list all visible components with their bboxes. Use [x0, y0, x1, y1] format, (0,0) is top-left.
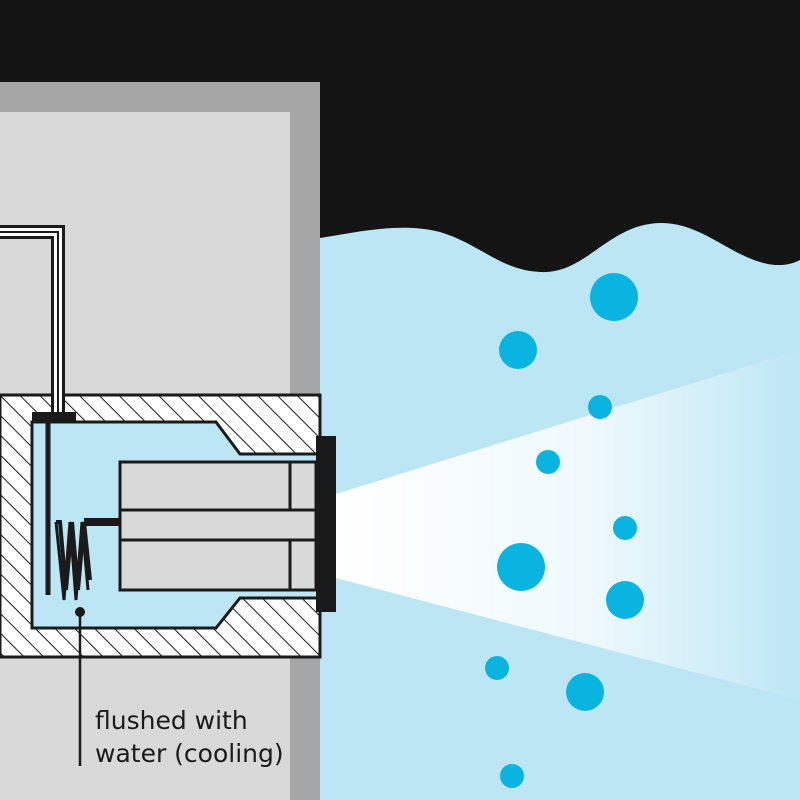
heating-coil-icon	[45, 422, 124, 601]
bubble	[606, 581, 644, 619]
bubble	[566, 673, 604, 711]
annotation-pointer	[75, 607, 85, 766]
annotation-line-2: water (cooling)	[95, 739, 284, 768]
bubble	[497, 543, 545, 591]
bubble	[536, 450, 560, 474]
bubble	[485, 656, 509, 680]
bubble	[499, 331, 537, 369]
bubble	[613, 516, 637, 540]
bubble	[588, 395, 612, 419]
power-cable	[0, 225, 76, 422]
bubble	[590, 273, 638, 321]
air-bubble-icon	[485, 273, 644, 788]
annotation-line-1: flushed with	[95, 706, 248, 735]
lens-window-icon	[316, 436, 336, 612]
bubble	[500, 764, 524, 788]
light-beam	[336, 350, 800, 700]
lamp-icon	[118, 460, 318, 592]
